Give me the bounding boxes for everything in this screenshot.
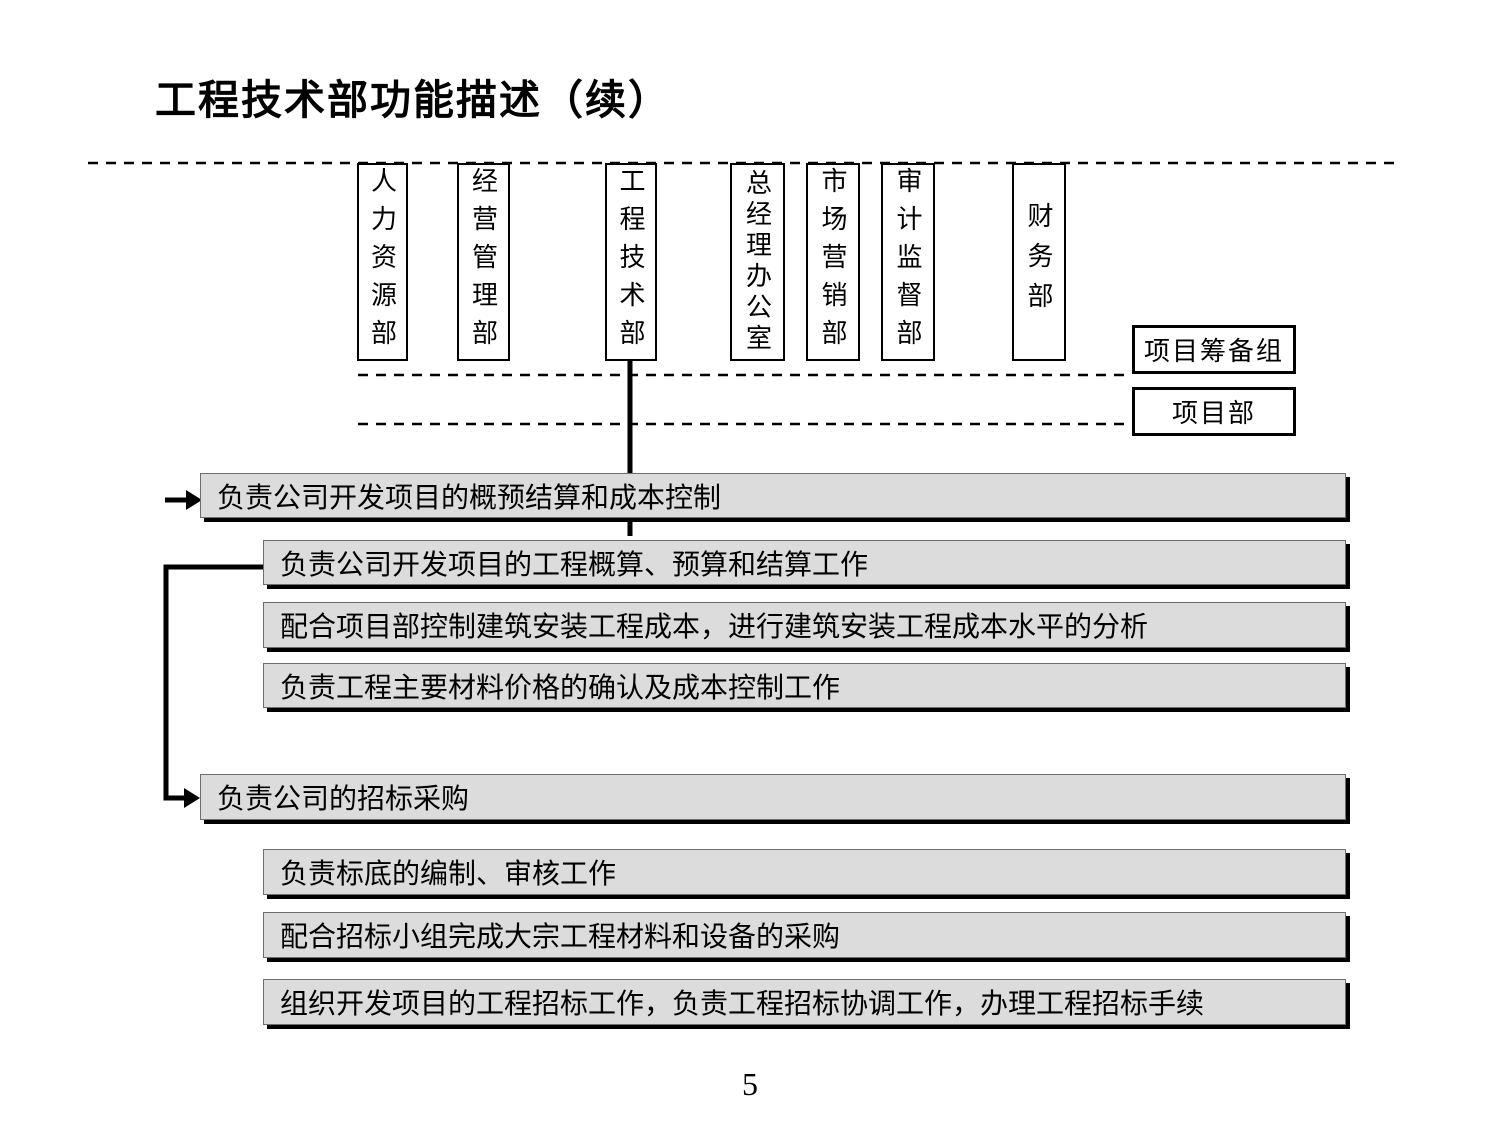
function-group1-item1-bar: 负责公司开发项目的工程概算、预算和结算工作 bbox=[263, 540, 1346, 585]
marketing-dept-label: 市场营销部 bbox=[818, 167, 848, 357]
function-group2-item1-label: 负责标底的编制、审核工作 bbox=[280, 858, 617, 889]
gm-office-box: 总经理办公室 bbox=[730, 163, 785, 361]
function-group1-item2-bar: 配合项目部控制建筑安装工程成本，进行建筑安装工程成本水平的分析 bbox=[263, 602, 1346, 648]
page-title: 工程技术部功能描述（续） bbox=[155, 77, 671, 123]
function-group1-item3-bar: 负责工程主要材料价格的确认及成本控制工作 bbox=[263, 663, 1346, 708]
finance-dept-label: 财务部 bbox=[1024, 202, 1054, 322]
function-group1-item1-label: 负责公司开发项目的工程概算、预算和结算工作 bbox=[280, 548, 869, 580]
function-group1-header-bar: 负责公司开发项目的概预结算和成本控制 bbox=[200, 473, 1346, 518]
function-group2-item2-bar: 配合招标小组完成大宗工程材料和设备的采购 bbox=[263, 912, 1346, 958]
group1-to-group2-connector bbox=[163, 564, 263, 801]
operations-mgmt-dept-label: 经营管理部 bbox=[468, 167, 499, 357]
audit-supervision-dept-box: 审计监督部 bbox=[881, 163, 935, 361]
function-group2-item3-label: 组织开发项目的工程招标工作，负责工程招标协调工作，办理工程招标手续 bbox=[280, 988, 1205, 1019]
function-group2-item1-bar: 负责标底的编制、审核工作 bbox=[263, 849, 1346, 895]
function-group2-item2-label: 配合招标小组完成大宗工程材料和设备的采购 bbox=[280, 921, 841, 952]
engineering-tech-dept-label: 工程技术部 bbox=[616, 167, 646, 357]
operations-mgmt-dept-box: 经营管理部 bbox=[457, 163, 510, 361]
function-group2-header-label: 负责公司的招标采购 bbox=[217, 783, 470, 814]
function-group1-item3-label: 负责工程主要材料价格的确认及成本控制工作 bbox=[280, 671, 841, 703]
project-prep-group-box: 项目筹备组 bbox=[1132, 325, 1296, 374]
audit-supervision-dept-label: 审计监督部 bbox=[893, 167, 923, 357]
function-group1-item2-label: 配合项目部控制建筑安装工程成本，进行建筑安装工程成本水平的分析 bbox=[280, 611, 1149, 642]
project-prep-group-label: 项目筹备组 bbox=[1143, 336, 1284, 366]
finance-dept-box: 财务部 bbox=[1012, 163, 1066, 361]
page-number: 5 bbox=[742, 1066, 758, 1102]
project-dept-box: 项目部 bbox=[1132, 387, 1296, 436]
project-dept-label: 项目部 bbox=[1171, 398, 1256, 428]
hr-dept-box: 人力资源部 bbox=[357, 163, 408, 361]
engineering-tech-dept-box: 工程技术部 bbox=[605, 163, 657, 361]
function-group2-item3-bar: 组织开发项目的工程招标工作，负责工程招标协调工作，办理工程招标手续 bbox=[263, 979, 1346, 1025]
function-group1-header-label: 负责公司开发项目的概预结算和成本控制 bbox=[217, 481, 722, 513]
function-group2-header-bar: 负责公司的招标采购 bbox=[200, 774, 1346, 820]
group2-arrow-icon bbox=[184, 788, 200, 808]
hr-dept-label: 人力资源部 bbox=[367, 167, 398, 357]
marketing-dept-box: 市场营销部 bbox=[806, 163, 860, 361]
gm-office-label: 总经理办公室 bbox=[742, 169, 773, 355]
